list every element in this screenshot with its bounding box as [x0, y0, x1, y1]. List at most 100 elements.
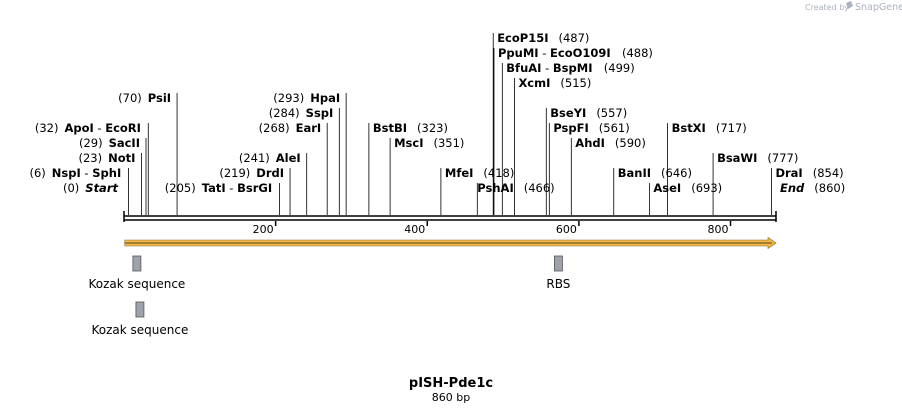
site-label-bstbi: BstBI (323) [373, 121, 448, 135]
site-position: (854) [813, 166, 844, 180]
site-name: SacII [109, 136, 140, 150]
site-name: PsiI [148, 91, 171, 105]
site-position: (557) [596, 106, 627, 120]
site-label-alei: AleI (241) [239, 151, 301, 165]
ruler-tick-label: 400 [404, 223, 425, 236]
site-position: (418) [483, 166, 514, 180]
site-name: HpaI [310, 91, 340, 105]
site-position: (29) [79, 136, 103, 150]
site-name: AleI [276, 151, 301, 165]
site-name: BstXI [672, 121, 706, 135]
site-label-end: End(860) [780, 181, 845, 195]
site-label-pshai: PshAI (466) [477, 181, 554, 195]
site-position: (219) [219, 166, 250, 180]
site-position: (561) [599, 121, 630, 135]
feature-label-kozak-2: Kozak sequence [91, 323, 188, 337]
site-label-bfuai: BfuAI - BspMI (499) [506, 61, 634, 75]
site-label-eari: EarI(268) [259, 121, 322, 135]
site-label-start: Start (0) [63, 181, 119, 195]
site-name: PspFI [553, 121, 588, 135]
site-label-mfei: MfeI(418) [445, 166, 514, 180]
site-name: ApoI - EcoRI [64, 121, 141, 135]
site-position: (646) [661, 166, 692, 180]
site-position: (487) [559, 31, 590, 45]
site-name: DrdI [256, 166, 284, 180]
feature-label-rbs: RBS [546, 277, 570, 291]
site-name: BstBI [373, 121, 407, 135]
site-label-ppumi: PpuMI - EcoO109I(488) [498, 46, 653, 60]
site-position: (323) [417, 121, 448, 135]
site-name: SspI [306, 106, 334, 120]
site-name: XcmI [518, 76, 550, 90]
site-name: PpuMI - EcoO109I [498, 46, 611, 60]
site-label-banii: BanII (646) [618, 166, 692, 180]
site-name: NotI [108, 151, 135, 165]
site-label-drdi: DrdI (219) [219, 166, 284, 180]
credit-brand: SnapGene [855, 2, 902, 13]
site-position: (6) [30, 166, 46, 180]
site-name: TatI - BsrGI [202, 181, 272, 195]
site-label-asei: AseI(693) [653, 181, 722, 195]
site-position: (205) [165, 181, 196, 195]
site-position: (590) [615, 136, 646, 150]
snapgene-logo-icon [846, 1, 853, 9]
site-label-pspfi: PspFI (561) [553, 121, 629, 135]
feature-kozak-2 [135, 301, 145, 318]
site-name: BfuAI - BspMI [506, 61, 592, 75]
feature-kozak-1 [132, 255, 142, 272]
site-position: (515) [560, 76, 591, 90]
site-position: (70) [118, 91, 142, 105]
site-name: EcoP15I [497, 31, 548, 45]
ruler-tick-label: 200 [253, 223, 274, 236]
ruler-ticks: 200 400 600 800 [253, 221, 732, 236]
map-title: pISH-Pde1c [409, 376, 493, 391]
site-position: (351) [433, 136, 464, 150]
ruler-tick-label: 600 [556, 223, 577, 236]
site-label-ecop15i: EcoP15I (487) [497, 31, 589, 45]
site-position: (32) [35, 121, 59, 135]
site-name: EarI [296, 121, 322, 135]
site-position: (499) [604, 61, 635, 75]
ruler-tick-label: 800 [708, 223, 729, 236]
site-label-hpai: HpaI (293) [273, 91, 340, 105]
site-name: DraI [775, 166, 802, 180]
site-name: Start [85, 181, 118, 195]
site-label-bseyi: BseYI(557) [550, 106, 627, 120]
site-label-apoi-ecori: ApoI - EcoRI (32) [35, 121, 141, 135]
site-position: (284) [269, 106, 300, 120]
site-labels: NspI - SphI(6)Start(0)NotI(23)SacII(29)A… [30, 31, 846, 195]
site-position: (717) [716, 121, 747, 135]
dna-backbone [123, 211, 777, 222]
site-position: (693) [691, 181, 722, 195]
site-label-xcmi: XcmI (515) [518, 76, 591, 90]
map-length: 860 bp [432, 391, 470, 404]
credit-prefix: Created by [805, 3, 849, 12]
site-label-nspi-sphi: NspI - SphI (6) [30, 166, 122, 180]
site-label-sspi: SspI (284) [269, 106, 334, 120]
site-name: AhdI [575, 136, 605, 150]
site-label-ahdi: AhdI (590) [575, 136, 646, 150]
site-label-drai: DraI (854) [775, 166, 843, 180]
site-position: (777) [767, 151, 798, 165]
feature-label-kozak-1: Kozak sequence [88, 277, 185, 291]
site-label-psii: PsiI (70) [118, 91, 171, 105]
snapgene-credit: Created by SnapGene [805, 1, 902, 13]
site-name: BanII [618, 166, 651, 180]
site-label-msci: MscI (351) [394, 136, 464, 150]
site-name: PshAI [477, 181, 513, 195]
site-position: (466) [524, 181, 555, 195]
feature-rbs [554, 255, 563, 272]
site-label-noti: NotI (23) [79, 151, 136, 165]
site-label-bstxi: BstXI (717) [672, 121, 747, 135]
site-name: MscI [394, 136, 423, 150]
site-name: NspI - SphI [52, 166, 121, 180]
site-position: (293) [273, 91, 304, 105]
site-position: (23) [79, 151, 103, 165]
site-label-bsawi: BsaWI(777) [717, 151, 798, 165]
site-label-tati-bsrgi: TatI - BsrGI (205) [165, 181, 272, 195]
site-label-sacii: SacII (29) [79, 136, 140, 150]
site-position: (0) [63, 181, 79, 195]
site-name: End [780, 181, 805, 195]
site-position: (241) [239, 151, 270, 165]
